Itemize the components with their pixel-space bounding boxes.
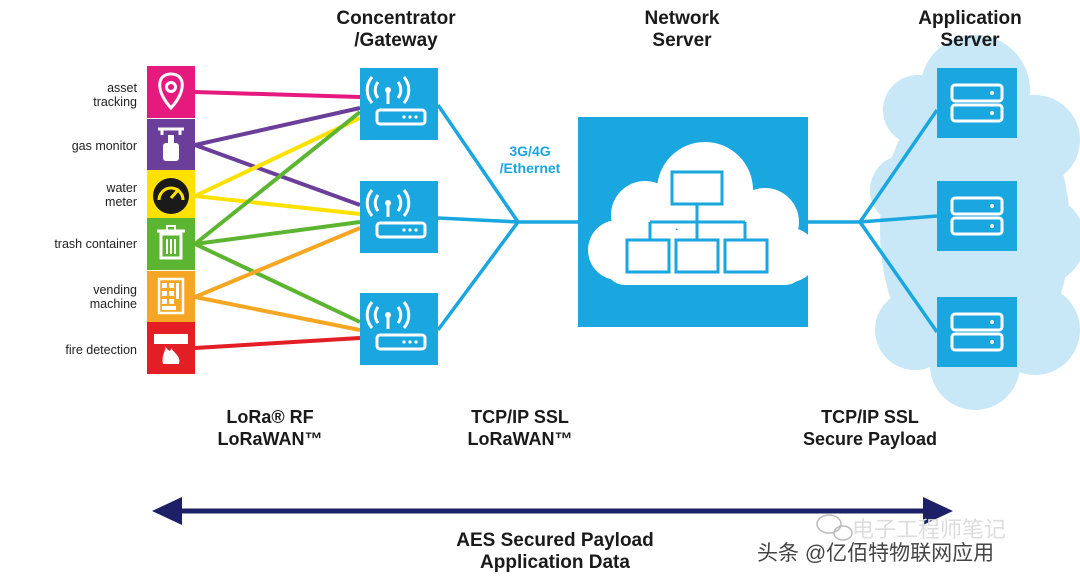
rf-link-fire-detector-to-gateway-3 [194, 336, 361, 350]
aes-double-arrow [152, 497, 953, 525]
gateway-antenna-icon [365, 76, 427, 126]
gateway-2 [360, 181, 438, 253]
device-label-gas-monitor: gas monitor [71, 139, 137, 153]
rf-link-water-meter-gauge-to-gateway-1 [194, 116, 361, 198]
header-gateway: Concentrator/Gateway [336, 8, 456, 51]
device-vending-machine [147, 271, 195, 323]
application-server-1 [937, 68, 1017, 138]
gateway-antenna-icon [365, 189, 427, 239]
vending-machine-icon [157, 277, 185, 315]
rf-link-trash-bin-to-gateway-1 [193, 110, 362, 246]
gateways [360, 68, 438, 365]
gateway-antenna-icon [365, 301, 427, 351]
device-label-trash-container: trash container [54, 237, 137, 251]
rf-link-vending-machine-to-gateway-3 [194, 295, 361, 332]
rf-link-water-meter-gauge-to-gateway-2 [194, 194, 361, 216]
device-water-meter-gauge [147, 170, 195, 222]
application-cloud [870, 35, 1080, 410]
backhaul-link-label: 3G/4G/Ethernet [499, 143, 561, 176]
location-pin-icon [158, 72, 184, 111]
watermark-brand-text: 头条 @亿佰特物联网应用 [757, 542, 995, 565]
device-location-pin [147, 66, 195, 118]
backhaul-links [436, 104, 578, 332]
application-server-2 [937, 181, 1017, 251]
application-servers [937, 68, 1017, 367]
water-meter-gauge-icon [153, 178, 189, 214]
fire-detector-icon [154, 334, 188, 364]
rf-link-vending-machine-to-gateway-2 [194, 226, 361, 299]
rf-link-trash-bin-to-gateway-2 [194, 220, 361, 246]
server-rack-icon [950, 83, 1004, 123]
device-label-fire-detection: fire detection [65, 343, 137, 357]
application-links [808, 109, 939, 334]
server-rack-icon [950, 312, 1004, 352]
wechat-logo-icon [816, 514, 853, 541]
network-server-box [578, 117, 817, 327]
gateway-3 [360, 293, 438, 365]
trash-bin-icon [157, 225, 185, 260]
server-rack-icon [950, 196, 1004, 236]
device-trash-bin [147, 218, 195, 270]
device-gateway-links [193, 90, 362, 350]
device-gas-monitor [147, 119, 195, 171]
device-fire-detector [147, 322, 195, 374]
watermark-faded-text: 电子工程师笔记 [852, 517, 1007, 542]
hierarchy-icon [625, 170, 769, 274]
rf-link-location-pin-to-gateway-1 [194, 90, 361, 99]
gateway-1 [360, 68, 438, 140]
application-server-3 [937, 297, 1017, 367]
gas-monitor-icon [158, 127, 184, 161]
rf-link-trash-bin-to-gateway-3 [194, 242, 361, 324]
rf-link-gas-monitor-to-gateway-2 [194, 143, 361, 207]
rf-link-gas-monitor-to-gateway-1 [194, 106, 361, 147]
